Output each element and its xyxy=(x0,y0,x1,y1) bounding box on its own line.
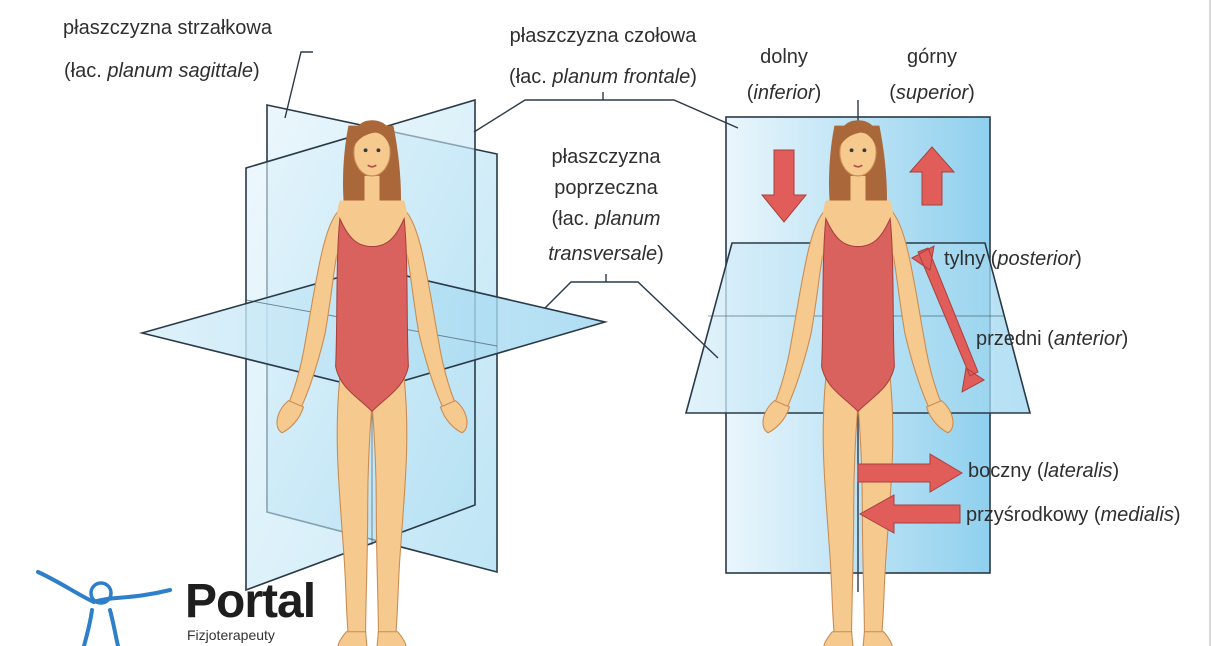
transverse-label-line1: płaszczyzna xyxy=(552,144,661,170)
frontal-label-line1: płaszczyzna czołowa xyxy=(510,23,697,49)
superior-label-line2: (superior) xyxy=(889,80,975,106)
frontal-label-line2: (łac. planum frontale) xyxy=(509,64,697,90)
transverse-label-line3: (łac. planum xyxy=(552,206,661,232)
transverse-label-line2: poprzeczna xyxy=(554,175,657,201)
portal-logo-icon xyxy=(38,572,170,646)
inferior-label-line2: (inferior) xyxy=(747,80,821,106)
superior-label-line1: górny xyxy=(907,44,957,70)
medial-label: przyśrodkowy (medialis) xyxy=(966,502,1181,528)
sagittal-label-line1: płaszczyzna strzałkowa xyxy=(63,15,272,41)
lateral-label: boczny (lateralis) xyxy=(968,458,1119,484)
anterior-label: przedni (anterior) xyxy=(976,326,1128,352)
brand-name: Portal xyxy=(185,578,315,626)
left-planes-group xyxy=(142,100,605,646)
transverse-label-line4: transversale) xyxy=(548,241,664,267)
sagittal-leader xyxy=(285,52,313,118)
posterior-label: tylny (posterior) xyxy=(944,246,1082,272)
inferior-label-line1: dolny xyxy=(760,44,808,70)
frontal-leader xyxy=(474,100,738,132)
right-planes-group xyxy=(686,100,1030,646)
brand-subtitle: Fizjoterapeuty xyxy=(187,627,275,643)
sagittal-label-line2: (łac. planum sagittale) xyxy=(64,58,260,84)
